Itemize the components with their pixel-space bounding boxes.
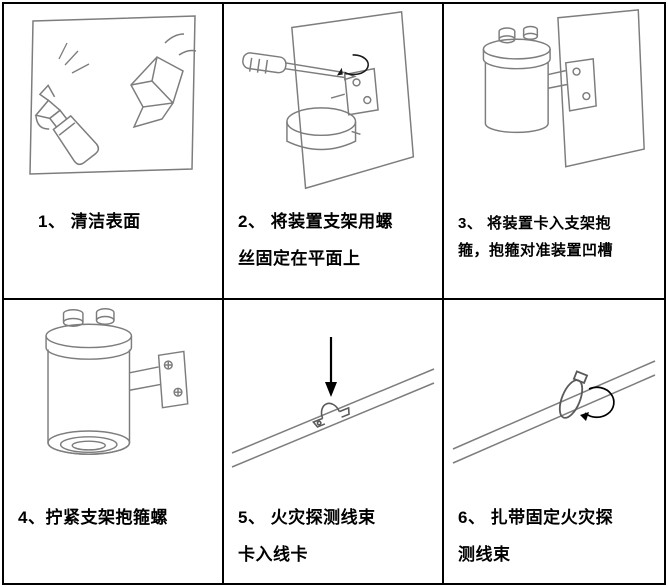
screwdriver-bracket-drawing <box>242 11 415 190</box>
step-caption-1: 1、 清洁表面 <box>38 212 141 231</box>
device-into-bracket-illustration <box>444 4 664 200</box>
tighten-clamp-drawing <box>45 308 189 455</box>
step-panel-5: 5、 火灾探测线束 卡入线卡 <box>224 300 444 583</box>
step-panel-3: 3、 将装置卡入支架抱 箍，抱箍对准装置凹槽 <box>444 4 664 300</box>
step-caption-6: 6、 扎带固定火灾探 测线束 <box>458 508 614 564</box>
harness-into-clip-illustration <box>224 300 442 496</box>
step-panel-6: 6、 扎带固定火灾探 测线束 <box>444 300 664 583</box>
step-panel-4: 4、拧紧支架抱箍螺 <box>4 300 224 583</box>
spray-bottle-and-cloth-illustration <box>4 4 222 200</box>
step-caption-3: 3、 将装置卡入支架抱 箍，抱箍对准装置凹槽 <box>458 215 614 259</box>
tighten-clamp-illustration <box>4 300 222 496</box>
step-caption-5: 5、 火灾探测线束 卡入线卡 <box>238 508 376 564</box>
step-panel-1: 1、 清洁表面 <box>4 4 224 300</box>
spray-bottle-and-cloth-drawing <box>29 15 197 175</box>
step-caption-4: 4、拧紧支架抱箍螺 <box>18 508 168 527</box>
cable-tie-illustration <box>444 300 664 496</box>
device-into-bracket-drawing <box>482 9 645 168</box>
cable-tie-drawing <box>452 360 656 464</box>
step-caption-2: 2、 将装置支架用螺 丝固定在平面上 <box>238 212 394 268</box>
harness-into-clip-drawing <box>231 337 435 468</box>
screwdriver-bracket-illustration <box>224 4 442 200</box>
step-panel-2: 2、 将装置支架用螺 丝固定在平面上 <box>224 4 444 300</box>
